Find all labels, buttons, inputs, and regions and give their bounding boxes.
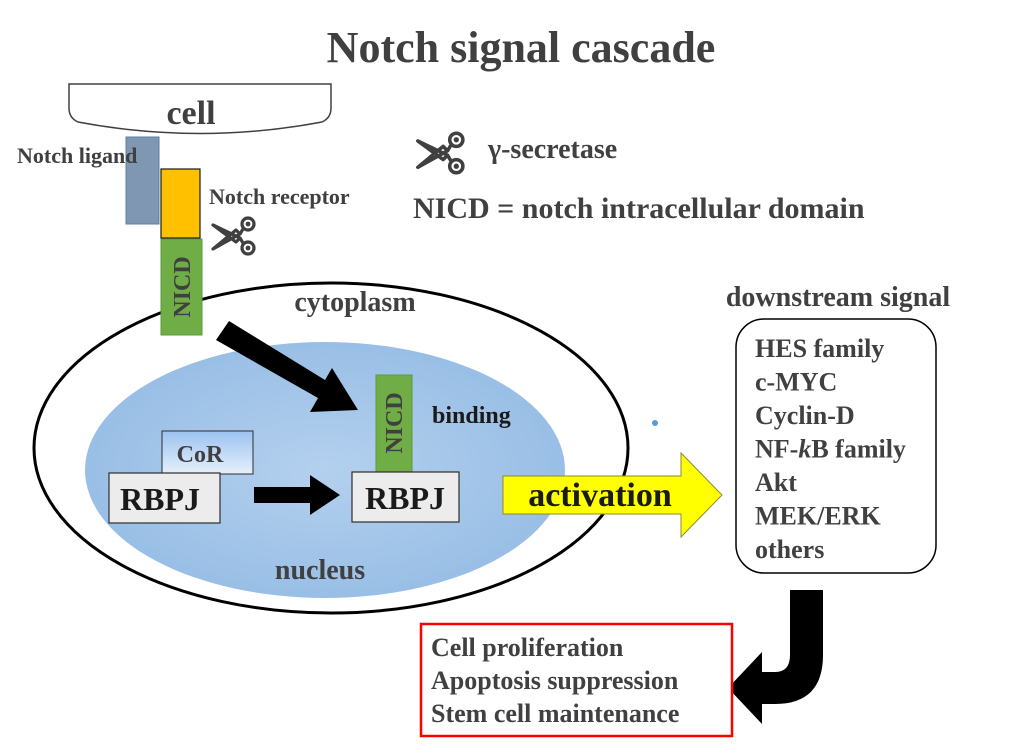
legend-gamma-secretase: γ-secretase [487,134,617,165]
outcome-arrow [728,590,823,724]
nicd-label-nucleus: NICD [382,392,408,453]
cytoplasm-membrane [32,281,630,615]
binding-label: binding [432,403,511,429]
activation-arrow [502,451,723,539]
outcome-item: Apoptosis suppression [431,666,679,695]
outcomes-box [419,622,734,738]
notch-receptor-label: Notch receptor [209,184,350,209]
conversion-arrow [254,475,340,515]
activation-label: activation [528,477,672,514]
cor-label: CoR [177,442,224,468]
page-title: Notch signal cascade [327,23,716,72]
nucleus-shape [85,342,565,598]
rbpj-label-inactive: RBPJ [120,481,200,517]
downstream-item: Cyclin-D [755,401,855,430]
downstream-item: NF-kB family [755,435,906,464]
cor-block [161,430,254,475]
notch-receptor-block [160,168,201,239]
translocation-arrow [216,321,358,412]
cytoplasm-label: cytoplasm [294,287,415,318]
stray-dot [652,420,658,426]
notch-ligand-block [125,136,160,225]
downstream-item: HES family [755,334,884,363]
legend-scissors-icon [415,131,465,175]
downstream-list: HES family c-MYC Cyclin-D NF-kB familyAktME… [755,334,906,564]
nucleus-label: nucleus [275,555,365,586]
outcome-item: Cell proliferation [431,633,624,662]
scissors-icon [211,216,256,256]
nicd-block-nucleus [375,374,413,473]
rbpj-label-active: RBPJ [365,480,445,516]
downstream-item: c-MYC [755,368,837,397]
cell-label: cell [166,95,215,132]
outcome-item: Stem cell maintenance [431,699,679,728]
downstream-item: MEK/ERK [755,502,881,531]
cell-shape [68,83,332,135]
downstream-item: Akt [755,468,797,497]
downstream-box [735,318,937,574]
legend-nicd-definition: NICD = notch intracellular domain [413,192,865,225]
downstream-item: others [755,535,824,564]
nicd-block-membrane [160,238,203,336]
rbpj-block-active [351,471,460,523]
rbpj-block-inactive [108,472,221,524]
downstream-title: downstream signal [726,282,951,313]
notch-ligand-label: Notch ligand [17,143,137,168]
nicd-label-membrane: NICD [170,256,196,317]
